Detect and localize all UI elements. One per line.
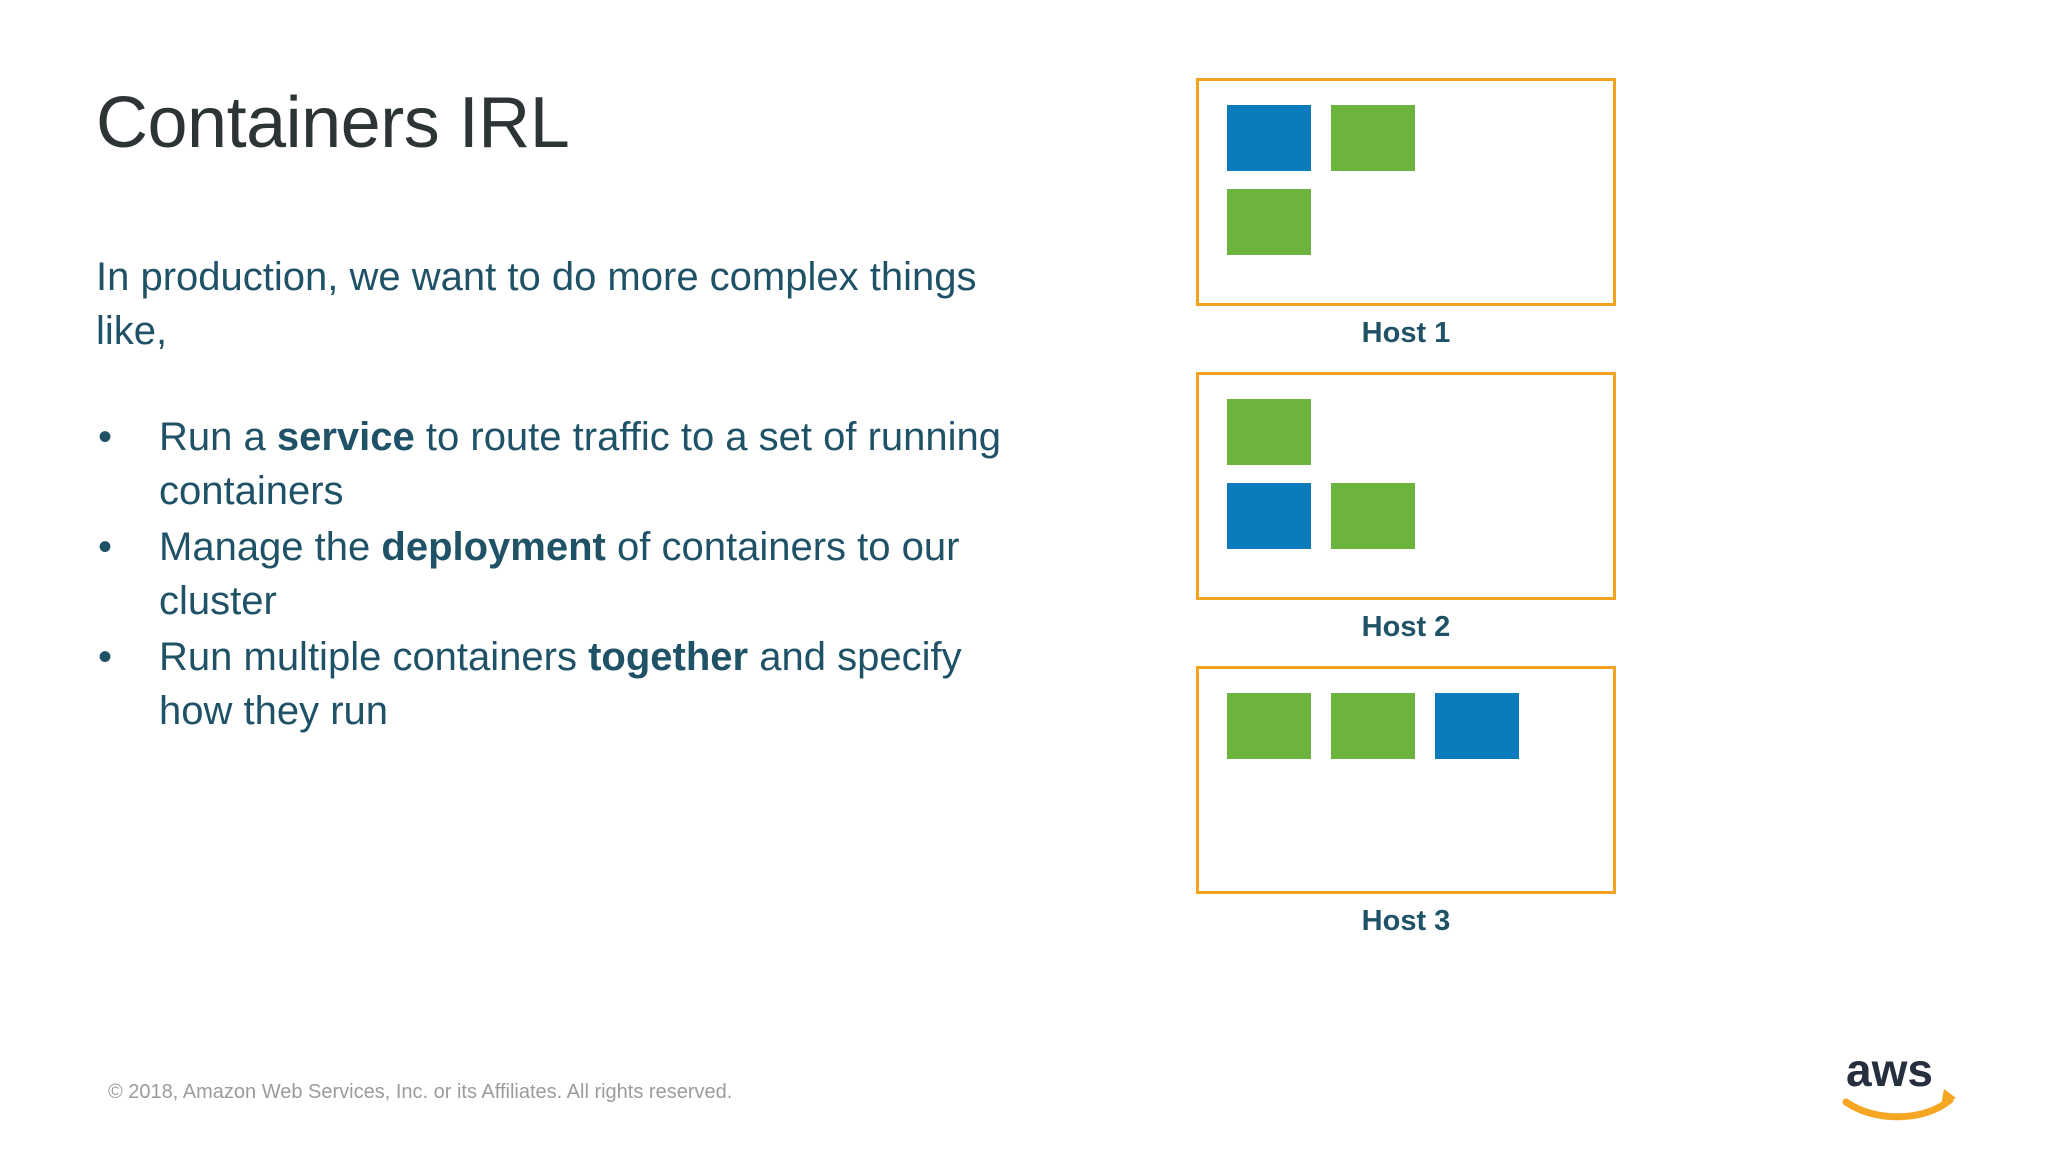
host-group-2: Host 2 (1196, 372, 1626, 644)
intro-paragraph: In production, we want to do more comple… (96, 255, 977, 353)
bullet-text-pre: Manage the (159, 525, 382, 569)
bullet-list: • Run a service to route traffic to a se… (96, 410, 1026, 738)
container-block-blue (1435, 693, 1519, 759)
container-row (1227, 189, 1613, 255)
container-block-green (1331, 483, 1415, 549)
host-box (1196, 666, 1616, 894)
bullet-text-pre: Run multiple containers (159, 635, 589, 679)
container-block-green (1227, 189, 1311, 255)
container-row (1227, 399, 1613, 465)
aws-smile-arrow (1842, 1096, 1954, 1121)
container-block-blue (1227, 483, 1311, 549)
copyright-notice: © 2018, Amazon Web Services, Inc. or its… (108, 1081, 733, 1103)
body-content: In production, we want to do more comple… (96, 250, 1026, 740)
host-label: Host 3 (1361, 905, 1451, 937)
bullet-text-bold: together (588, 635, 749, 679)
container-block-blue (1227, 105, 1311, 171)
host-box (1196, 78, 1616, 306)
container-row (1227, 105, 1613, 171)
host-label: Host 2 (1361, 611, 1451, 643)
container-block-green (1227, 399, 1311, 465)
bullet-text-post: and specify how they run (159, 635, 962, 733)
bullet-text-post: to route traffic to a set of running con… (159, 415, 1002, 513)
list-item: • Manage the deployment of containers to… (96, 520, 1026, 628)
container-row (1227, 483, 1613, 549)
aws-smile-arrowhead (1941, 1089, 1956, 1105)
bullet-text-post: of containers to our cluster (159, 525, 960, 623)
host-label: Host 1 (1361, 317, 1451, 349)
host-box (1196, 372, 1616, 600)
list-item: • Run a service to route traffic to a se… (96, 410, 1026, 518)
bullet-text-bold: service (276, 415, 415, 459)
bullet-marker-icon: • (98, 525, 113, 569)
container-block-green (1331, 693, 1415, 759)
bullet-marker-icon: • (98, 635, 113, 679)
container-block-green (1227, 693, 1311, 759)
page-title: Containers IRL (96, 83, 570, 164)
aws-wordmark-text: aws (1846, 1044, 1933, 1096)
host-group-3: Host 3 (1196, 666, 1626, 938)
list-item: • Run multiple containers together and s… (96, 630, 1026, 738)
bullet-marker-icon: • (98, 415, 113, 459)
container-block-green (1331, 105, 1415, 171)
aws-logo: aws (1840, 1042, 1970, 1124)
bullet-text-pre: Run a (159, 415, 277, 459)
host-group-1: Host 1 (1196, 78, 1626, 350)
bullet-text-bold: deployment (381, 525, 606, 569)
host-diagram-group: Host 1 Host 2 Host (1196, 78, 1626, 938)
container-row (1227, 693, 1613, 759)
